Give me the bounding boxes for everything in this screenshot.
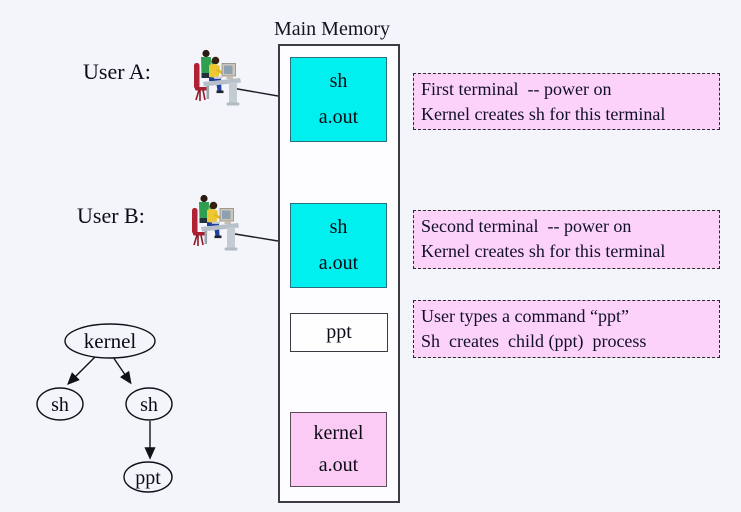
- tree-edge-kernel-sh-right: [112, 356, 132, 385]
- page-title: Main Memory: [273, 18, 391, 40]
- annotation-line: User types a command “ppt”: [421, 306, 629, 326]
- user-b-computer-icon: [191, 194, 240, 252]
- block-label: a.out: [318, 105, 359, 128]
- memory-block-sh-a: sh a.out: [290, 57, 387, 142]
- annotation-ppt-command: User types a command “ppt” Sh creates ch…: [413, 300, 720, 358]
- annotation-line: Sh creates child (ppt) process: [421, 331, 647, 351]
- block-label: a.out: [318, 251, 359, 274]
- annotation-line: Kernel creates sh for this terminal: [421, 241, 666, 261]
- memory-block-kernel: kernel a.out: [290, 412, 387, 487]
- tree-node-sh-right-label: sh: [140, 394, 158, 416]
- block-label: a.out: [318, 454, 359, 476]
- annotation-second-terminal: Second terminal -- power on Kernel creat…: [413, 210, 720, 269]
- tree-node-kernel: [64, 323, 156, 359]
- tree-node-kernel-label: kernel: [84, 329, 137, 353]
- annotation-first-terminal: First terminal -- power on Kernel create…: [413, 73, 720, 130]
- tree-node-ppt-label: ppt: [135, 467, 161, 489]
- memory-block-sh-b: sh a.out: [290, 203, 387, 288]
- tree-node-ppt: [123, 461, 173, 493]
- tree-node-sh-left-label: sh: [51, 394, 69, 416]
- connector-user-b: [228, 232, 279, 242]
- tree-node-sh-left: [36, 387, 84, 421]
- memory-block-ppt: ppt: [290, 313, 388, 352]
- tree-edge-kernel-sh-left: [67, 355, 97, 385]
- connector-user-a: [231, 87, 279, 97]
- block-label: kernel: [313, 422, 364, 444]
- annotation-line: First terminal -- power on: [421, 79, 612, 99]
- block-label: ppt: [326, 321, 352, 343]
- annotation-line: Second terminal -- power on: [421, 216, 632, 236]
- block-label: sh: [329, 70, 348, 93]
- annotation-line: Kernel creates sh for this terminal: [421, 104, 666, 124]
- tree-node-sh-right: [125, 387, 173, 421]
- block-label: sh: [329, 216, 348, 239]
- user-a-label: User A:: [83, 59, 151, 84]
- user-b-label: User B:: [77, 203, 145, 228]
- process-tree: kernel sh sh ppt: [36, 323, 173, 493]
- user-a-computer-icon: [193, 49, 242, 107]
